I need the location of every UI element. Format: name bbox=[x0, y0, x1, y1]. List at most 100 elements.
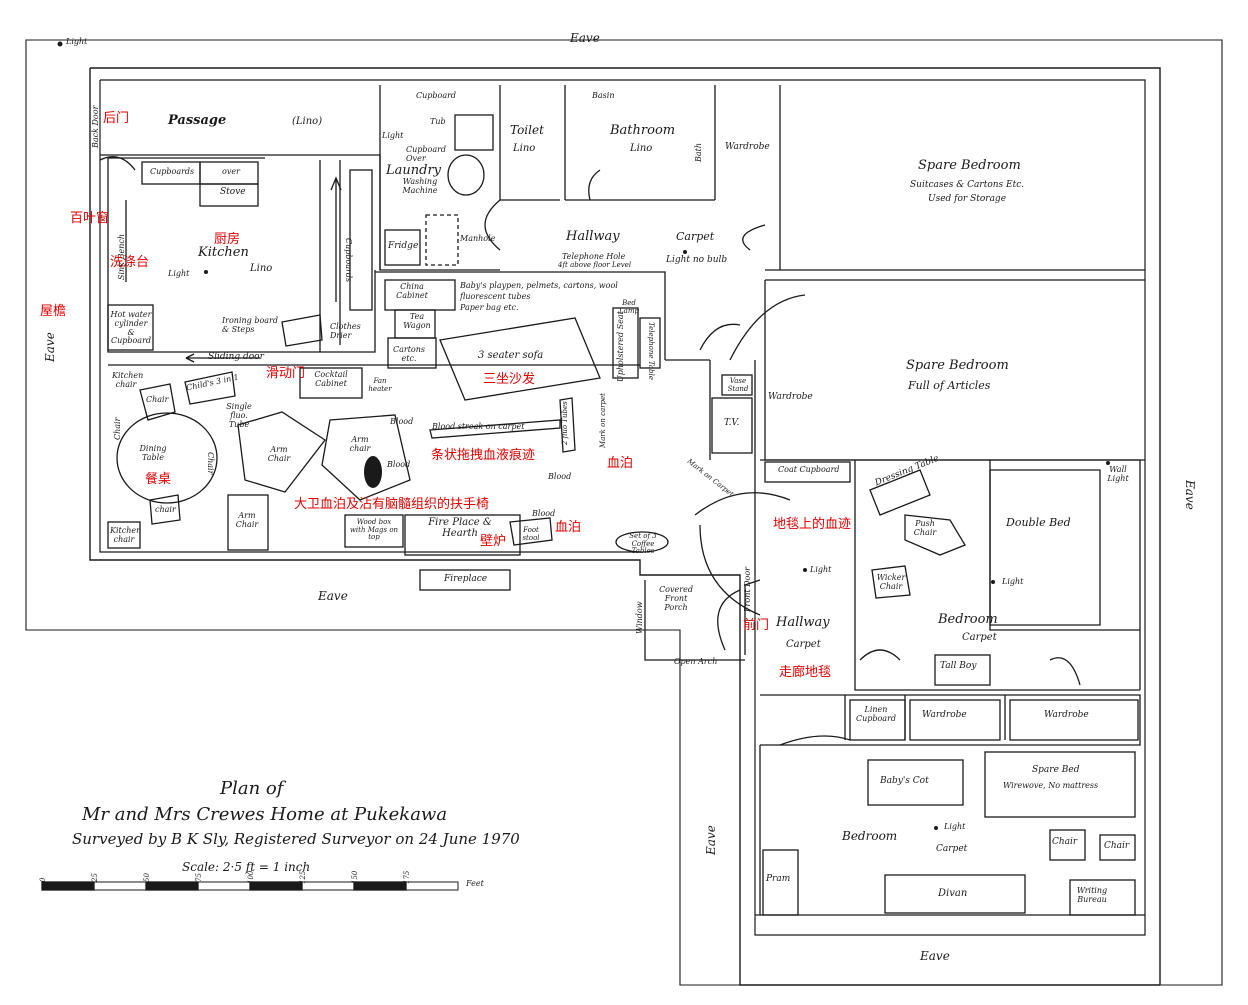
telephone-table-label: Telephone Table bbox=[647, 322, 655, 380]
scale-tick: 50 bbox=[143, 873, 151, 882]
cartons-label: Cartons etc. bbox=[392, 345, 425, 363]
annotation-louvre: 百叶窗 bbox=[70, 211, 110, 226]
spare-bedroom-1-note-2: Used for Storage bbox=[928, 194, 1007, 204]
push-chair-label: Push Chair bbox=[913, 519, 937, 537]
fireplace-label: Fireplace bbox=[444, 574, 488, 584]
telephone-label: Telephone Hole bbox=[562, 252, 626, 261]
scale-tick: 150 bbox=[351, 870, 359, 884]
chair-4-label: Chair bbox=[1104, 841, 1130, 851]
wardrobe-label-1: Wardrobe bbox=[725, 142, 770, 152]
paper-bag-label: Paper bag etc. bbox=[460, 303, 519, 312]
kitchen-light-label: Light bbox=[168, 269, 190, 278]
wardrobe-label-3: Wardrobe bbox=[922, 710, 967, 720]
fluorescent-label: fluorescent tubes bbox=[460, 292, 531, 301]
eave-label-right: Eave bbox=[1183, 480, 1197, 510]
annotation-kitchen: 厨房 bbox=[214, 232, 241, 247]
spare-bedroom-2-label: Spare Bedroom bbox=[906, 358, 1009, 373]
annotation-carpet-blood: 地毯上的血迹 bbox=[773, 517, 852, 532]
china-cabinet-label: China Cabinet bbox=[396, 282, 428, 300]
laundry-label: Laundry bbox=[386, 163, 442, 178]
annotation-eave: 屋檐 bbox=[40, 304, 67, 319]
chair-3-label: Chair bbox=[1052, 837, 1078, 847]
arm-chair-3-label: Arm Chair bbox=[235, 511, 259, 529]
fluo-tubes-label: 2 fluo Tubes bbox=[561, 401, 569, 445]
chair-side-1-label: Chair bbox=[113, 417, 122, 440]
arm-chair-2-label: Arm chair bbox=[349, 435, 371, 453]
covered-porch-label: Covered Front Porch bbox=[659, 585, 693, 612]
foot-stool-label: Foot stool bbox=[522, 526, 540, 542]
blood-3-label: Blood bbox=[548, 472, 572, 481]
kitchen-chair-2-label: Kitchen chair bbox=[110, 526, 142, 544]
tv-label: T.V. bbox=[724, 418, 740, 428]
manhole-label: Manhole bbox=[460, 234, 496, 243]
clothes-drier-label: Clothes Drier bbox=[330, 322, 361, 340]
cupboards-label: Cupboards bbox=[150, 167, 195, 176]
fridge-label: Fridge bbox=[388, 241, 419, 251]
bedroom-2-floor-label: Carpet bbox=[936, 844, 968, 854]
annotation-sink: 洗涤台 bbox=[110, 255, 150, 270]
kitchen-label: Kitchen bbox=[198, 245, 249, 260]
ironing-board-label: Ironing board & Steps bbox=[222, 316, 278, 334]
wicker-chair-label: Wicker Chair bbox=[876, 573, 906, 591]
cupboard-label: Cupboard bbox=[416, 91, 457, 100]
front-door-label: Front Door bbox=[743, 567, 752, 612]
hallway-bottom-floor-label: Carpet bbox=[786, 639, 821, 650]
pram-label: Pram bbox=[766, 874, 791, 884]
bed-lamp-label: Bed Lamp bbox=[619, 299, 639, 315]
scale-tick: 175 bbox=[403, 870, 411, 884]
toilet-floor-label: Lino bbox=[513, 143, 536, 154]
blood-streak-label: Blood streak on carpet bbox=[432, 422, 525, 431]
dining-table-label: Dining Table bbox=[139, 444, 167, 462]
bedroom-2-label: Bedroom bbox=[842, 829, 898, 843]
hallway-top-floor-label: Carpet bbox=[676, 230, 715, 243]
title-line-1: Plan of bbox=[220, 778, 284, 799]
chair-1-label: Chair bbox=[146, 395, 169, 404]
washing-machine-label: Washing Machine bbox=[402, 177, 438, 195]
bedroom-2-light-label: Light bbox=[944, 822, 966, 831]
eave-label-lower-left: Eave bbox=[704, 825, 718, 855]
bedroom-1-label: Bedroom bbox=[938, 612, 998, 627]
tea-wagon-label: Tea Wagon bbox=[403, 312, 431, 330]
scale-tick: 0 bbox=[39, 877, 47, 882]
scale-label: Scale: 2·5 ft = 1 inch bbox=[182, 860, 311, 874]
annotation-drag-blood: 条状拖拽血液痕迹 bbox=[431, 448, 536, 463]
cupboards-side-label: Cupboards bbox=[344, 238, 353, 283]
vase-stand-label: Vase Stand bbox=[727, 377, 749, 393]
scale-tick: 100 bbox=[247, 870, 255, 884]
sofa-label: 3 seater sofa bbox=[478, 350, 544, 361]
stove-label: Stove bbox=[220, 187, 246, 197]
spare-bedroom-1-label: Spare Bedroom bbox=[918, 158, 1021, 173]
writing-bureau-label: Writing Bureau bbox=[1076, 886, 1108, 904]
annotation-blood-pool-2: 血泊 bbox=[555, 520, 582, 535]
over-label: over bbox=[222, 167, 240, 176]
bathroom-label: Bathroom bbox=[610, 123, 676, 138]
annotation-blood-pool-1: 血泊 bbox=[607, 456, 634, 471]
light-no-bulb-label: Light no bulb bbox=[666, 255, 728, 265]
annotation-dining-table: 餐桌 bbox=[145, 472, 172, 487]
open-arch-label: Open Arch bbox=[674, 657, 718, 666]
hot-water-label: Hot water cylinder & Cupboard bbox=[110, 310, 152, 346]
blood-4-label: Blood bbox=[532, 509, 556, 518]
linen-cupboard-label: Linen Cupboard bbox=[855, 705, 897, 723]
scale-tick: 75 bbox=[195, 873, 203, 882]
title-line-2: Mr and Mrs Crewes Home at Pukekawa bbox=[82, 804, 448, 825]
spare-bedroom-2-note: Full of Articles bbox=[908, 379, 991, 392]
cocktail-cabinet-label: Cocktail Cabinet bbox=[314, 370, 348, 388]
passage-floor-label: (Lino) bbox=[292, 116, 323, 127]
kitchen-chair-1-label: Kitchen chair bbox=[112, 371, 144, 389]
scale-tick: 25 bbox=[91, 873, 99, 882]
blood-2-label: Blood bbox=[387, 460, 411, 469]
annotation-sliding-door: 滑动门 bbox=[266, 366, 306, 381]
divan-label: Divan bbox=[938, 888, 968, 899]
hallway-bottom-label: Hallway bbox=[776, 615, 830, 630]
light-corner-label: Light bbox=[66, 37, 88, 46]
fan-heater-label: Fan heater bbox=[368, 377, 392, 393]
scale-tick: 125 bbox=[299, 870, 307, 884]
annotation-sofa: 三坐沙发 bbox=[483, 372, 536, 387]
single-fluo-label: Single fluo. Tube bbox=[226, 402, 252, 429]
babys-cot-label: Baby's Cot bbox=[880, 776, 929, 786]
coffee-tables-label: Set of 3 Coffee Tables bbox=[629, 532, 657, 556]
bedroom-1-floor-label: Carpet bbox=[962, 632, 997, 643]
eave-label-bottom: Eave bbox=[920, 949, 950, 963]
tall-boy-label: Tall Boy bbox=[940, 661, 977, 671]
